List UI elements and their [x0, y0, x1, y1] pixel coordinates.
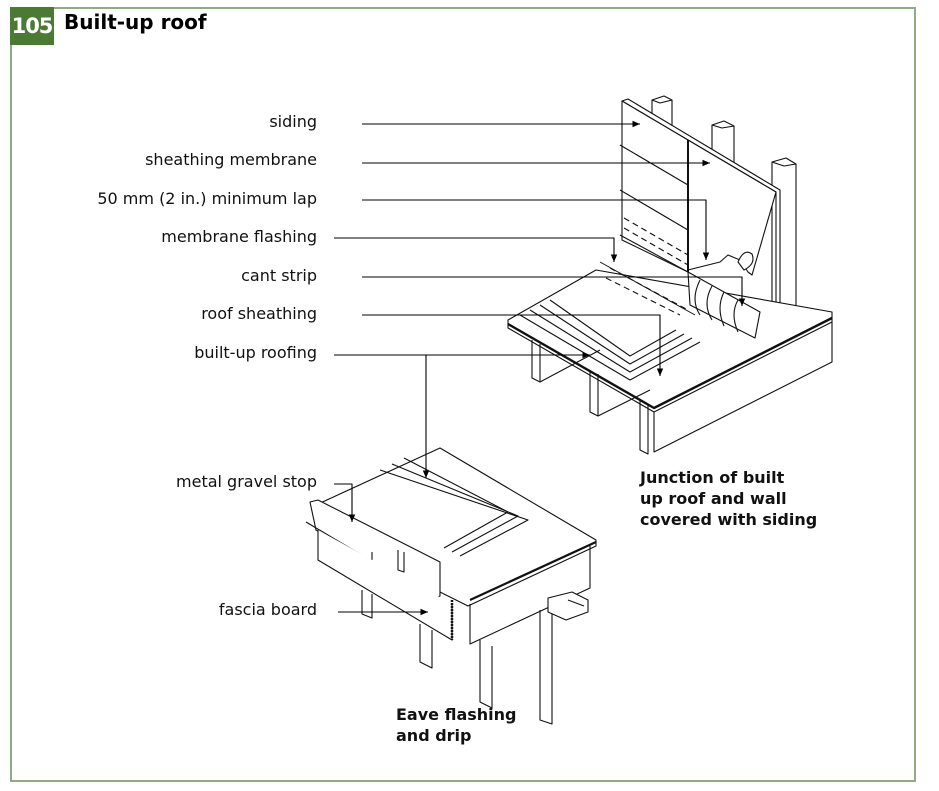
label-membrane-flashing: membrane flashing: [161, 227, 317, 246]
caption-junction-line: up roof and wall: [640, 489, 787, 508]
leader-cant-strip: [362, 276, 746, 306]
upper-assembly: [507, 95, 833, 455]
label-metal-gravel-stop: metal gravel stop: [176, 472, 317, 491]
caption-junction: Junction of built up roof and wall cover…: [640, 467, 817, 530]
figure-frame: [10, 7, 916, 782]
label-cant-strip: cant strip: [241, 266, 317, 285]
leader-minimum-lap: [362, 199, 710, 260]
lower-assembly: [305, 447, 597, 725]
caption-junction-line: covered with siding: [640, 510, 818, 529]
leader-lines: [334, 120, 746, 616]
caption-junction-line: Junction of built: [640, 468, 785, 487]
label-siding: siding: [269, 112, 317, 131]
leader-membrane-flashing: [334, 237, 618, 262]
figure-title: Built-up roof: [64, 10, 207, 34]
gravel-stop-shape: [309, 499, 441, 599]
label-fascia-board: fascia board: [218, 600, 317, 619]
label-roof-sheathing: roof sheathing: [201, 304, 317, 323]
label-sheathing-membrane: sheathing membrane: [145, 150, 317, 169]
label-minimum-lap: 50 mm (2 in.) minimum lap: [97, 189, 317, 208]
cant-strip-shape: [687, 271, 761, 339]
leader-roof-sheathing: [362, 314, 664, 376]
label-built-up-roofing: built-up roofing: [194, 343, 317, 362]
caption-eave-line: and drip: [396, 726, 472, 745]
figure-number-badge: 105: [10, 7, 54, 45]
caption-eave-line: Eave flashing: [396, 705, 517, 724]
curled-membrane: [737, 251, 754, 271]
siding-panel: [621, 100, 689, 273]
caption-eave: Eave flashing and drip: [396, 704, 516, 746]
leader-metal-gravel-stop: [334, 483, 356, 522]
